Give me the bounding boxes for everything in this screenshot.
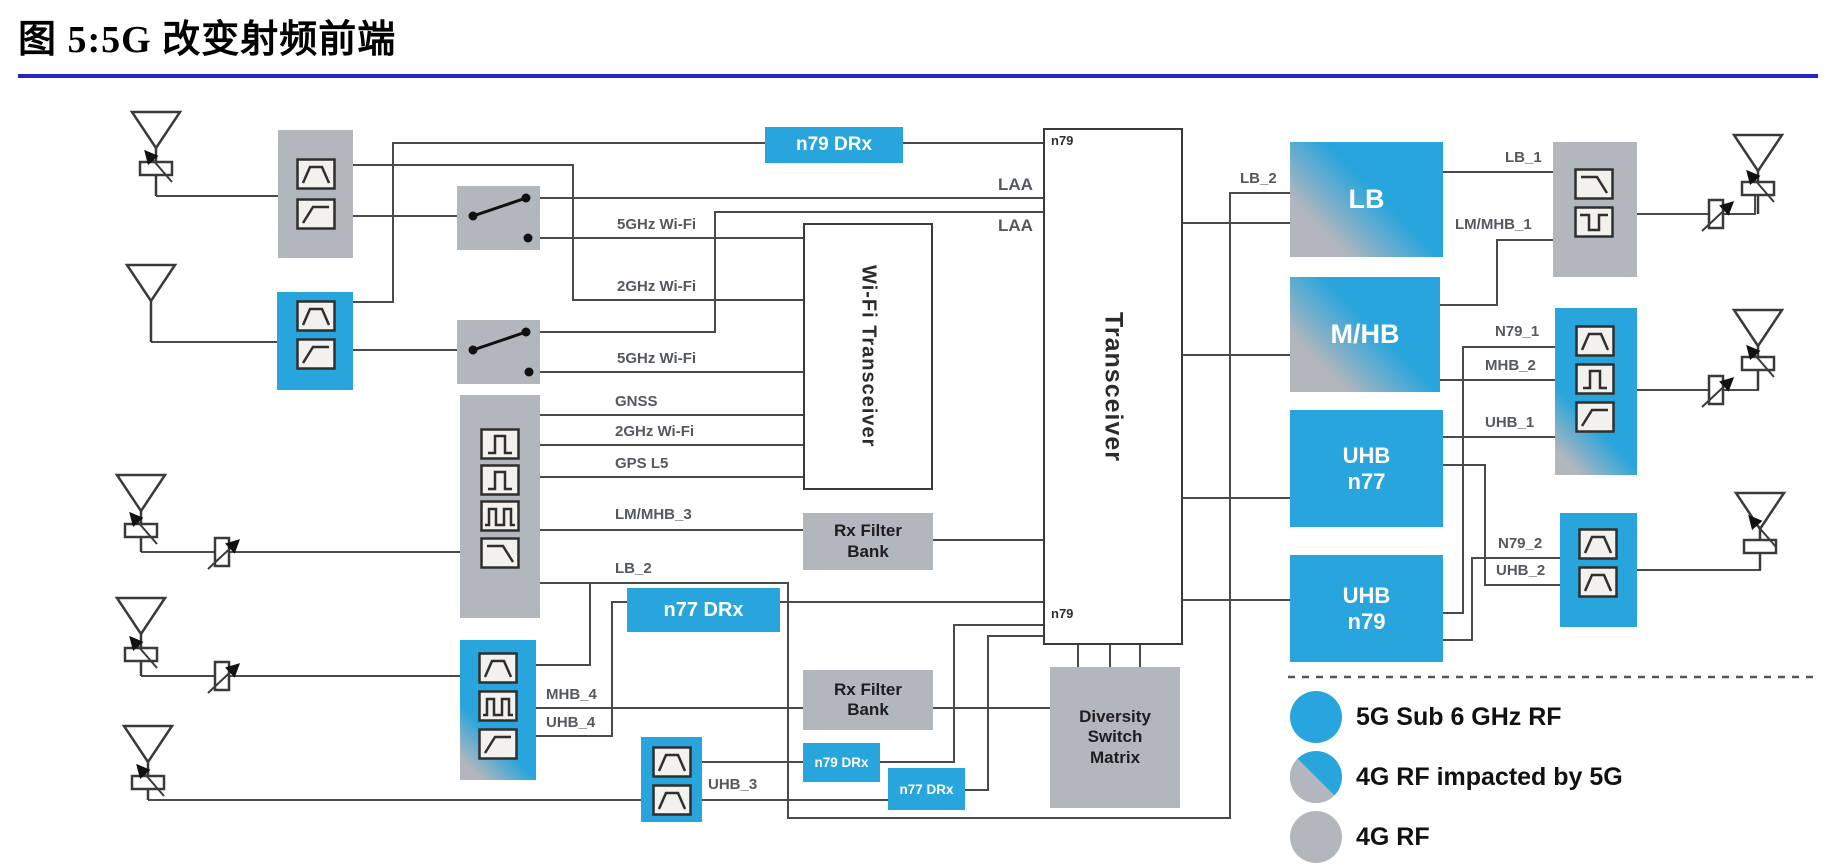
- right-lb-filter-block: [1553, 142, 1637, 277]
- wifi-transceiver-block: Wi-Fi Transceiver: [803, 223, 933, 490]
- mhb-label: M/HB: [1330, 319, 1400, 349]
- wire-label-2ghz-wifi-1: 2GHz Wi-Fi: [617, 278, 697, 295]
- n79-drx-top-label: n79 DRx: [795, 134, 873, 155]
- transceiver-block: Transceiver: [1043, 128, 1183, 645]
- mhb-module: M/HB: [1290, 277, 1440, 392]
- antenna-icon: [1731, 308, 1785, 390]
- wire-label-n79-1: N79_1: [1495, 323, 1540, 340]
- inline-tuners: [207, 198, 1735, 694]
- wire-label-uhb-1: UHB_1: [1485, 414, 1535, 431]
- rx-filter-bank-2-label: Rx Filter Bank: [833, 679, 903, 719]
- title-underline: [18, 74, 1818, 78]
- n79-drx-small-label: n79 DRx: [814, 755, 869, 770]
- antenna-icon: [1733, 491, 1787, 570]
- diversity-switch-matrix-label: Diversity Switch Matrix: [1079, 707, 1151, 767]
- antenna-icon: [114, 596, 168, 676]
- uhb-n79-label-1: UHB: [1342, 582, 1391, 608]
- legend-swatch-4g: [1290, 811, 1342, 863]
- wire-label-lb-2-left: LB_2: [615, 560, 652, 577]
- legend-label-5g: 5G Sub 6 GHz RF: [1356, 703, 1562, 731]
- antenna1-diplexer-block: [278, 130, 353, 258]
- n79-drx-top-block: n79 DRx: [765, 127, 903, 163]
- antennas: [114, 110, 1787, 800]
- n77-drx-mid-label: n77 DRx: [663, 598, 744, 621]
- rx-filter-bank-2: Rx Filter Bank: [803, 670, 933, 730]
- legend-label-4g-impacted: 4G RF impacted by 5G: [1356, 763, 1623, 791]
- wire-label-laa-1: LAA: [998, 175, 1033, 194]
- wire-label-uhb-4: UHB_4: [546, 714, 596, 731]
- antenna-icon: [1731, 133, 1785, 214]
- rx-filter-bank-1-label: Rx Filter Bank: [833, 521, 903, 561]
- uhb-n77-label-2: n77: [1347, 468, 1386, 494]
- wire-label-laa-2: LAA: [998, 216, 1033, 235]
- lb-module: LB: [1290, 142, 1443, 257]
- transceiver-n79-port-bottom: n79: [1051, 606, 1074, 621]
- right-uhb-filter-block: [1560, 513, 1637, 627]
- transceiver-n79-port-top: n79: [1051, 133, 1074, 148]
- uhb3-diplexer-block: [641, 737, 702, 822]
- wire-label-lm-mhb-3: LM/MHB_3: [615, 506, 692, 523]
- wire-label-gnss: GNSS: [615, 393, 658, 410]
- tuner-icon: [1701, 198, 1735, 232]
- spdt-switch-icon: [457, 186, 540, 250]
- uhb-n79-label-2: n79: [1347, 608, 1386, 634]
- antenna2-diplexer-block: [277, 292, 353, 390]
- antenna-icon: [124, 263, 178, 342]
- n79-drx-small-block: n79 DRx: [803, 743, 880, 782]
- wire-label-uhb-2: UHB_2: [1496, 562, 1546, 579]
- diversity-switch-matrix-block: Diversity Switch Matrix: [1050, 667, 1180, 808]
- wire-label-5ghz-wifi-1: 5GHz Wi-Fi: [617, 216, 697, 233]
- transceiver-label: Transceiver: [1099, 311, 1128, 462]
- wire-label-5ghz-wifi-2: 5GHz Wi-Fi: [617, 350, 697, 367]
- legend-label-4g: 4G RF: [1356, 823, 1430, 851]
- rx-filter-bank-1: Rx Filter Bank: [803, 513, 933, 570]
- antenna-icon: [129, 110, 183, 196]
- legend-swatch-5g: [1290, 691, 1342, 743]
- uhb-n77-label-1: UHB: [1342, 442, 1391, 468]
- wire-label-lb-1: LB_1: [1505, 149, 1542, 166]
- page-title: 图 5:5G 改变射频前端: [18, 19, 397, 61]
- wire-label-gps-l5: GPS L5: [615, 455, 669, 472]
- wire-label-lb-2-right: LB_2: [1240, 170, 1277, 187]
- spdt-switch-icon: [457, 320, 540, 384]
- antenna-icon: [114, 473, 168, 552]
- triplexer-block: [460, 640, 536, 780]
- tuner-icon: [207, 660, 241, 694]
- wire-label-n79-2: N79_2: [1498, 535, 1543, 552]
- wire-label-uhb-3: UHB_3: [708, 776, 758, 793]
- legend-swatch-4g-impacted: [1289, 751, 1342, 804]
- n77-drx-small-block: n77 DRx: [888, 768, 965, 810]
- wire-label-mhb-2: MHB_2: [1485, 357, 1536, 374]
- wire-label-lm-mhb-1: LM/MHB_1: [1455, 216, 1532, 233]
- tuner-icon: [1701, 374, 1735, 408]
- right-mhb-filter-block: [1555, 308, 1637, 475]
- lb-label: LB: [1348, 184, 1385, 214]
- wire-label-2ghz-wifi-2: 2GHz Wi-Fi: [615, 423, 695, 440]
- n77-drx-mid-block: n77 DRx: [627, 588, 780, 632]
- wifi-transceiver-label: Wi-Fi Transceiver: [857, 265, 880, 448]
- quadplexer-block: [460, 395, 540, 618]
- wire-label-mhb-4: MHB_4: [546, 686, 597, 703]
- n77-drx-small-label: n77 DRx: [899, 781, 954, 797]
- tuner-icon: [207, 536, 241, 570]
- antenna-icon: [121, 724, 175, 800]
